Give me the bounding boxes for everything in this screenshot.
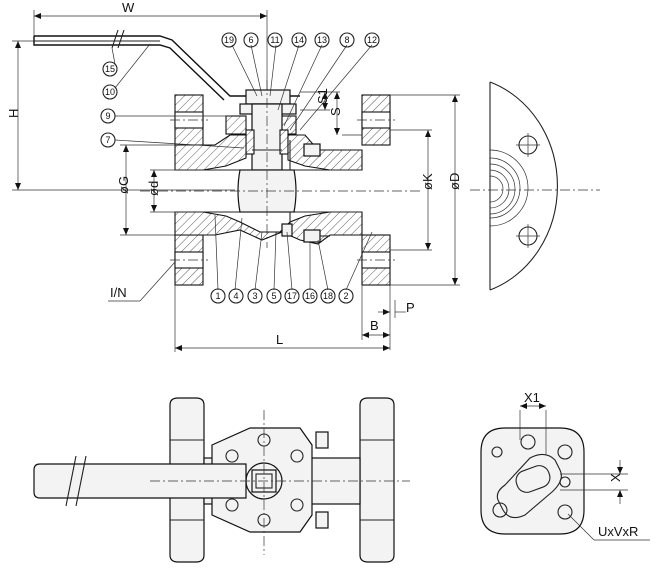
right-flange [357,94,395,286]
flange-side-view [470,81,600,291]
callout-15: 15 [102,61,118,77]
mounting-pad-view: X1 X UxVxR [480,390,650,541]
svg-text:8: 8 [344,35,349,45]
label-s: S [328,107,343,116]
label-s1: S1 [315,88,330,104]
callout-6: 6 [243,32,259,48]
callout-14: 14 [291,32,307,48]
callout-10: 10 [102,84,118,100]
callout-18: 18 [320,288,336,304]
svg-text:2: 2 [343,291,348,301]
label-h: H [6,109,21,118]
callout-2: 2 [338,288,354,304]
svg-text:7: 7 [105,135,110,145]
label-x1: X1 [524,390,540,405]
callout-13: 13 [314,32,330,48]
svg-text:1: 1 [215,291,220,301]
callout-11: 11 [267,32,283,48]
dimension-l: L [174,285,390,352]
callout-8: 8 [339,32,355,48]
label-uxvxr: UxVxR [598,524,638,539]
callout-17: 17 [284,288,300,304]
label-l: L [276,332,283,347]
label-in: I/N [110,285,127,300]
label-b: B [370,318,379,333]
svg-text:16: 16 [305,291,315,301]
svg-text:5: 5 [271,291,276,301]
svg-text:9: 9 [105,111,110,121]
dimension-g-d: øG ød [116,144,175,236]
svg-text:6: 6 [248,35,253,45]
callout-16: 16 [302,288,318,304]
svg-text:11: 11 [270,35,279,45]
label-w: W [122,0,135,15]
svg-text:15: 15 [105,64,115,74]
label-x: X [608,473,623,482]
dimension-k-d: øK øD [390,94,462,286]
stem-assembly [225,89,297,171]
callout-7: 7 [100,132,116,148]
callout-3: 3 [247,288,263,304]
svg-text:4: 4 [233,291,238,301]
top-view [33,397,410,563]
leader-in: I/N [108,261,176,302]
body-bolts [281,143,330,243]
callout-4: 4 [228,288,244,304]
dimension-b-p: B P [361,285,415,350]
label-g: øG [116,176,131,194]
svg-text:19: 19 [224,35,234,45]
section-view: W H [6,0,600,352]
dimension-s: S1 S [300,88,362,136]
callout-1: 1 [210,288,226,304]
label-d: ød [146,181,161,196]
label-dd: øD [447,173,462,190]
label-p: P [406,300,415,315]
callouts-bottom: 1 4 3 5 17 16 18 2 [210,214,373,304]
label-k: øK [420,173,435,190]
svg-text:14: 14 [294,35,304,45]
callout-12: 12 [364,32,380,48]
dimension-w: W [33,0,268,92]
callout-9: 9 [100,108,116,124]
svg-text:17: 17 [287,291,297,301]
left-flange [170,94,208,286]
svg-text:3: 3 [252,291,257,301]
svg-text:13: 13 [317,35,327,45]
callout-19: 19 [221,32,237,48]
svg-text:18: 18 [323,291,333,301]
callouts-top: 19 6 11 14 13 8 12 9 7 15 10 [100,32,380,149]
callout-5: 5 [266,288,282,304]
svg-text:10: 10 [105,87,115,97]
svg-text:12: 12 [367,35,377,45]
